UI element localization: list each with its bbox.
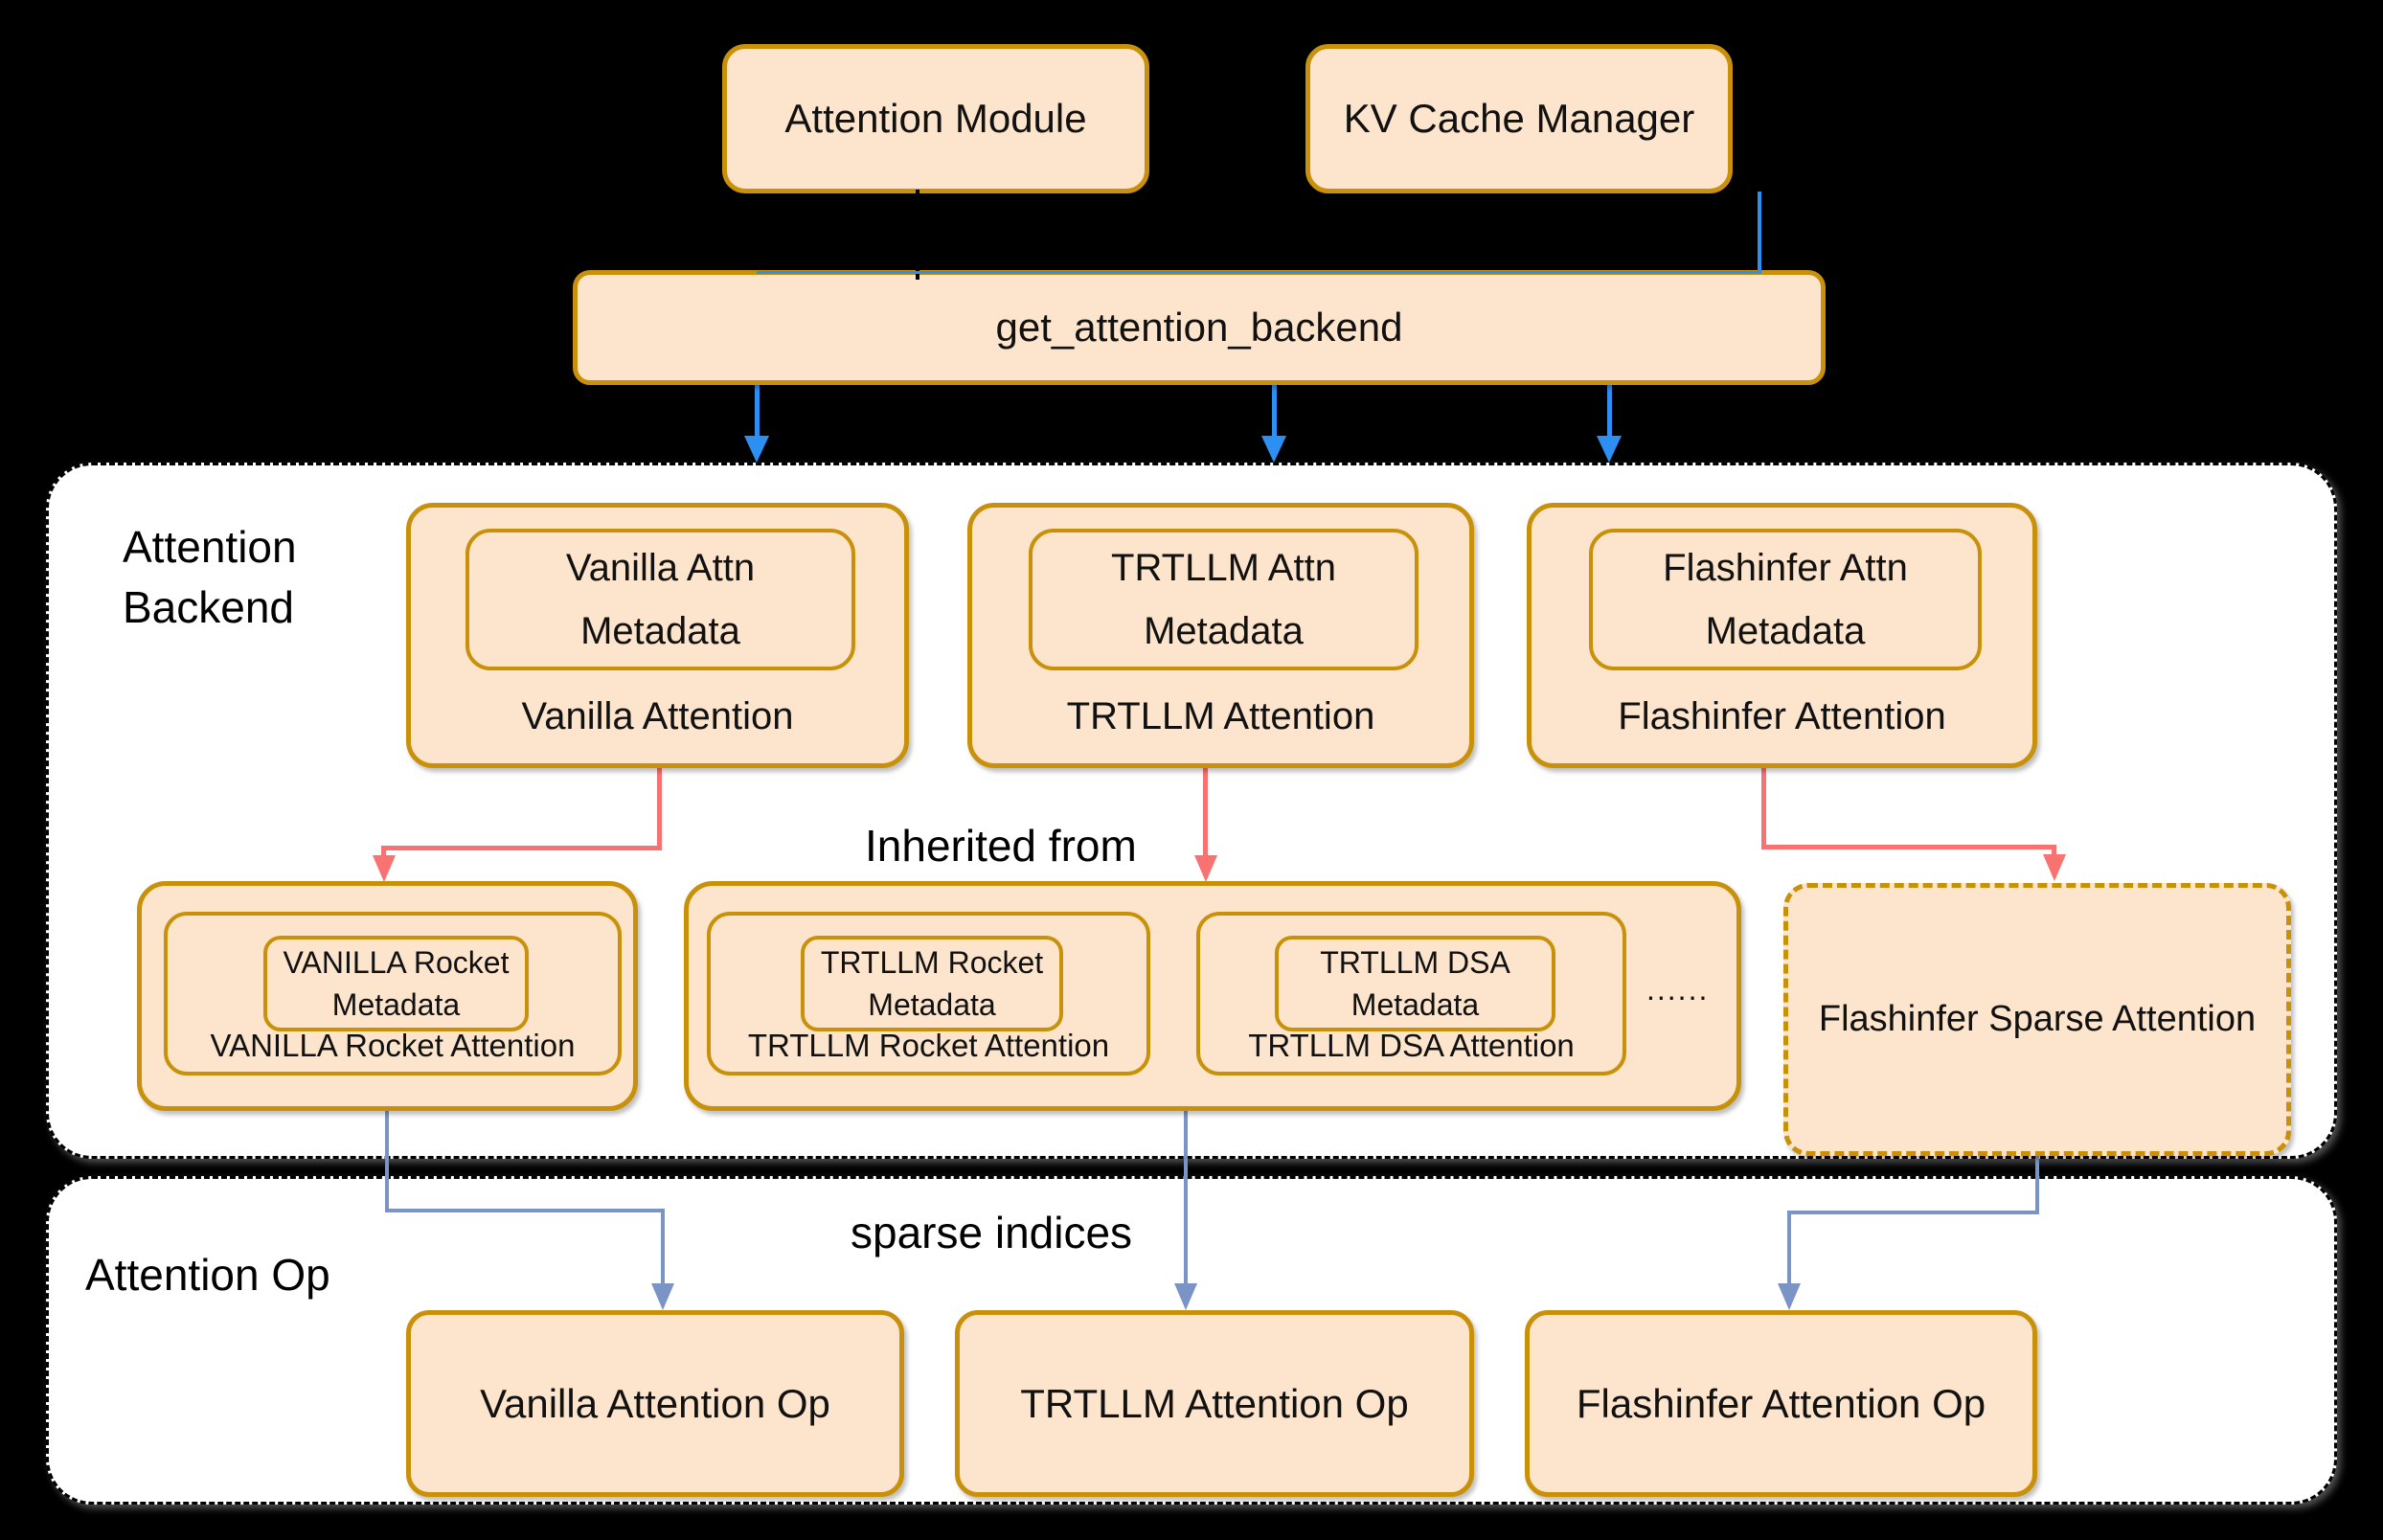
blue-arrow-down-icon: [1597, 436, 1622, 463]
section-title-line: Backend: [123, 582, 295, 633]
red-arrow-down-icon: [2043, 854, 2066, 881]
red-arrow-down-icon: [373, 855, 396, 882]
vanilla-attention-op-box: Vanilla Attention Op: [406, 1310, 904, 1497]
vanilla-rocket-outer-box: VANILLA Rocket Metadata VANILLA Rocket A…: [137, 881, 638, 1111]
steel-arrow-down-icon: [1174, 1283, 1197, 1310]
metadata-line: Metadata: [1705, 610, 1866, 652]
trtllm-rocket-attention-box: TRTLLM Rocket Metadata TRTLLM Rocket Att…: [707, 912, 1150, 1076]
flashinfer-sparse-attention-label: Flashinfer Sparse Attention: [1818, 999, 2257, 1039]
trtllm-attn-metadata-box: TRTLLM Attn Metadata: [1029, 529, 1418, 670]
section-title-line: Attention: [123, 522, 297, 572]
red-arrow-vanilla-seg2: [381, 846, 662, 850]
trtllm-rocket-metadata-box: TRTLLM Rocket Metadata: [801, 936, 1063, 1031]
vanilla-rocket-attention-box: VANILLA Rocket Metadata VANILLA Rocket A…: [164, 912, 622, 1076]
metadata-line: Metadata: [868, 986, 996, 1022]
red-arrow-down-icon: [1194, 855, 1217, 882]
metadata-line: Metadata: [331, 986, 461, 1022]
attention-module-label: Attention Module: [784, 96, 1087, 141]
vanilla-rocket-metadata-box: VANILLA Rocket Metadata: [263, 936, 529, 1031]
ellipsis-more-backends: ......: [1646, 972, 1710, 1007]
metadata-line: TRTLLM Attn: [1111, 547, 1336, 589]
vanilla-attention-label: Vanilla Attention: [521, 695, 794, 737]
steel-arrow-down-icon: [1778, 1283, 1801, 1310]
blue-arrow-line-2: [1272, 385, 1277, 438]
attention-module-box: Attention Module: [722, 44, 1149, 193]
metadata-line: TRTLLM Rocket: [820, 945, 1044, 981]
flashinfer-attention-label: Flashinfer Attention: [1618, 695, 1946, 737]
vanilla-attn-metadata-box: Vanilla Attn Metadata: [465, 529, 855, 670]
trtllm-rocket-attention-label: TRTLLM Rocket Attention: [747, 1028, 1110, 1063]
trtllm-derived-group-box: TRTLLM Rocket Metadata TRTLLM Rocket Att…: [684, 881, 1741, 1111]
blue-arrow-line-3: [1607, 385, 1612, 438]
red-arrow-trtllm-seg1: [1203, 768, 1208, 858]
metadata-line: Flashinfer Attn: [1663, 547, 1908, 589]
connector-kv-cache-vertical: [1758, 192, 1761, 274]
red-arrow-vanilla-seg3: [381, 846, 386, 859]
get-attention-backend-box: get_attention_backend: [573, 270, 1826, 385]
trtllm-attention-op-box: TRTLLM Attention Op: [955, 1310, 1474, 1497]
trtllm-dsa-attention-label: TRTLLM DSA Attention: [1248, 1028, 1575, 1063]
steel-arrow-flashinfer-seg2: [1787, 1211, 2039, 1214]
metadata-line: TRTLLM DSA: [1320, 945, 1510, 981]
trtllm-dsa-attention-box: TRTLLM DSA Metadata TRTLLM DSA Attention: [1196, 912, 1626, 1076]
red-arrow-flashinfer-seg2: [1761, 845, 2056, 849]
trtllm-attention-op-label: TRTLLM Attention Op: [1020, 1380, 1409, 1426]
flashinfer-attn-metadata-box: Flashinfer Attn Metadata: [1589, 529, 1982, 670]
blue-arrow-down-icon: [744, 436, 769, 463]
trtllm-attention-box: TRTLLM Attn Metadata TRTLLM Attention: [967, 503, 1474, 768]
connector-kv-cache-horizontal: [757, 271, 1761, 274]
metadata-line: VANILLA Rocket: [283, 945, 510, 981]
steel-arrow-vanilla-seg3: [661, 1209, 665, 1285]
inherited-from-label: Inherited from: [865, 821, 1137, 871]
kv-cache-manager-label: KV Cache Manager: [1343, 96, 1695, 141]
vanilla-attention-op-label: Vanilla Attention Op: [480, 1380, 830, 1426]
sparse-indices-label: sparse indices: [851, 1208, 1133, 1257]
steel-arrow-trtllm-seg1: [1184, 1111, 1188, 1285]
steel-arrow-down-icon: [651, 1283, 674, 1310]
attention-backend-section-title: Attention Backend: [123, 517, 297, 639]
steel-arrow-flashinfer-seg1: [2035, 1156, 2039, 1214]
steel-arrow-flashinfer-seg3: [1787, 1211, 1791, 1285]
vanilla-rocket-attention-label: VANILLA Rocket Attention: [210, 1028, 576, 1063]
blue-arrow-line-1: [755, 385, 760, 438]
metadata-line: Metadata: [1144, 610, 1304, 652]
trtllm-dsa-metadata-box: TRTLLM DSA Metadata: [1275, 936, 1555, 1031]
vanilla-attention-box: Vanilla Attn Metadata Vanilla Attention: [406, 503, 909, 768]
flashinfer-sparse-attention-box: Flashinfer Sparse Attention: [1783, 883, 2291, 1156]
metadata-line: Metadata: [580, 610, 740, 652]
get-attention-backend-label: get_attention_backend: [995, 305, 1403, 350]
red-arrow-flashinfer-seg1: [1761, 768, 1766, 849]
steel-arrow-vanilla-seg2: [385, 1209, 665, 1212]
metadata-line: Vanilla Attn: [565, 547, 756, 589]
blue-arrow-down-icon: [1261, 436, 1286, 463]
connector-attention-module: [916, 190, 919, 280]
metadata-line: Metadata: [1350, 986, 1480, 1022]
attention-op-section-title: Attention Op: [85, 1250, 330, 1300]
red-arrow-flashinfer-seg3: [2052, 845, 2056, 858]
trtllm-attention-label: TRTLLM Attention: [1066, 695, 1375, 737]
flashinfer-attention-box: Flashinfer Attn Metadata Flashinfer Atte…: [1527, 503, 2037, 768]
red-arrow-vanilla-seg1: [657, 768, 662, 849]
flashinfer-attention-op-box: Flashinfer Attention Op: [1525, 1310, 2037, 1497]
steel-arrow-vanilla-seg1: [385, 1111, 389, 1212]
kv-cache-manager-box: KV Cache Manager: [1305, 44, 1733, 193]
flashinfer-attention-op-label: Flashinfer Attention Op: [1576, 1380, 1986, 1426]
